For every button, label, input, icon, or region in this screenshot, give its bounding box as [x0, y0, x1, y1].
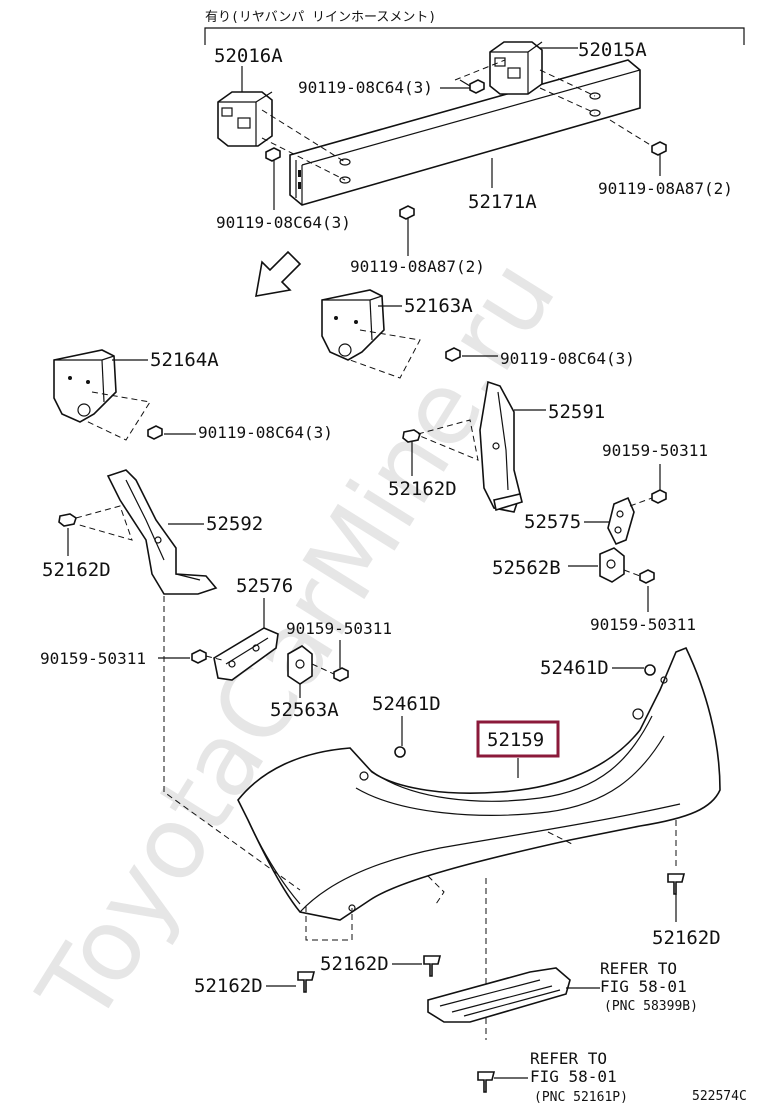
label-52162D-b[interactable]: 52162D [42, 559, 111, 581]
label-52162D-e[interactable]: 52162D [194, 975, 263, 997]
label-52461D-right[interactable]: 52461D [540, 657, 609, 679]
ref2-line2: FIG 58-01 [530, 1067, 617, 1086]
bracket-52562B[interactable] [599, 547, 625, 583]
bolt-icon [333, 667, 349, 682]
highlight-box [476, 720, 560, 758]
label-52162D-c[interactable]: 52162D [652, 927, 721, 949]
ref1-line2: FIG 58-01 [600, 977, 687, 996]
bolt-icon [639, 569, 655, 584]
fastener-label-f1[interactable]: 90119-08C64(3) [298, 78, 433, 97]
push-clip-icon [297, 971, 316, 993]
ref2-line3: (PNC 52161P) [534, 1090, 628, 1105]
push-clip-icon [423, 955, 442, 977]
push-clip-icon [667, 873, 686, 895]
under-cover-plate[interactable] [427, 967, 571, 1023]
label-52159[interactable]: 52159 [487, 729, 544, 751]
fastener-label-f7[interactable]: 90159-50311 [602, 441, 708, 460]
label-52015A[interactable]: 52015A [578, 39, 647, 61]
retainer-52591[interactable] [479, 380, 523, 513]
fastener-label-f10[interactable]: 90159-50311 [286, 619, 392, 638]
bracket-52164A[interactable] [53, 349, 117, 423]
bolt-icon [399, 205, 415, 220]
ref1-line3: (PNC 58399B) [604, 999, 698, 1014]
header-bracket: 有り(リヤバンパ リインホースメント) [204, 10, 745, 45]
fastener-label-f6[interactable]: 90119-08C64(3) [198, 423, 333, 442]
label-52461D-left[interactable]: 52461D [372, 693, 441, 715]
label-52171A[interactable]: 52171A [468, 191, 537, 213]
rear-bumper-cover-52159[interactable] [237, 646, 721, 921]
label-52563A[interactable]: 52563A [270, 699, 339, 721]
clip-icon [402, 429, 421, 443]
push-clip-icon [477, 1071, 496, 1093]
fastener-label-f2[interactable]: 90119-08C64(3) [216, 213, 351, 232]
label-52592[interactable]: 52592 [206, 513, 263, 535]
bracket-52163A[interactable] [321, 289, 385, 361]
bolt-icon [191, 649, 207, 664]
bolt-icon [445, 347, 461, 362]
figure-code: 522574C [692, 1089, 747, 1104]
fastener-label-f3[interactable]: 90119-08A87(2) [598, 179, 733, 198]
ref1-line1: REFER TO [600, 959, 677, 978]
fastener-label-f4[interactable]: 90119-08A87(2) [350, 257, 485, 276]
clip-icon [644, 664, 656, 676]
ref2-line1: REFER TO [530, 1049, 607, 1068]
fastener-label-f5[interactable]: 90119-08C64(3) [500, 349, 635, 368]
bolt-icon [651, 489, 667, 504]
clip-icon [394, 746, 406, 758]
fastener-label-f8[interactable]: 90159-50311 [590, 615, 696, 634]
label-52576[interactable]: 52576 [236, 575, 293, 597]
bolt-icon [265, 147, 281, 162]
label-52162D-d[interactable]: 52162D [320, 953, 389, 975]
label-52016A[interactable]: 52016A [214, 45, 283, 67]
bolt-icon [147, 425, 163, 440]
bracket-52015A[interactable] [489, 41, 543, 95]
retainer-52592[interactable] [106, 469, 218, 595]
label-52562B[interactable]: 52562B [492, 557, 561, 579]
label-52164A[interactable]: 52164A [150, 349, 219, 371]
label-52162D-a[interactable]: 52162D [388, 478, 457, 500]
direction-arrow-icon [255, 250, 302, 297]
clip-icon [58, 513, 77, 527]
label-52163A[interactable]: 52163A [404, 295, 473, 317]
reinforcement-beam-52171A[interactable] [289, 59, 641, 206]
bolt-icon [651, 141, 667, 156]
bracket-52575[interactable] [607, 496, 635, 546]
label-52591[interactable]: 52591 [548, 401, 605, 423]
fastener-label-f9[interactable]: 90159-50311 [40, 649, 146, 668]
bracket-52563A[interactable] [287, 645, 313, 685]
bolt-icon [459, 79, 485, 94]
header-note: 有り(リヤバンパ リインホースメント) [205, 10, 436, 25]
label-52575[interactable]: 52575 [524, 511, 581, 533]
bracket-52016A[interactable] [217, 91, 273, 147]
